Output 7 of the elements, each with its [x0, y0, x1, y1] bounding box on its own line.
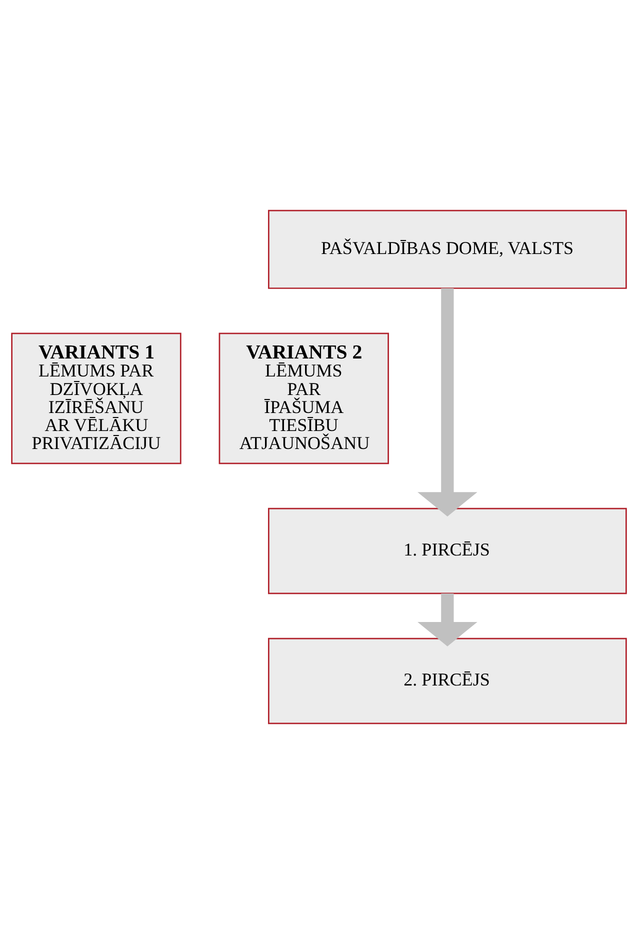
node-box: VARIANTS 1 LĒMUMS PAR DZĪVOKĻA IZĪRĒŠANU AR VĒLĀKU PRIVATIZĀCIJU [11, 332, 182, 464]
arrow [418, 592, 478, 646]
node-box: 2. PIRCĒJS [268, 637, 627, 724]
arrow [418, 288, 478, 516]
node-box: VARIANTS 2 LĒMUMS PAR ĪPAŠUMA TIESĪBU ATJAUNOŠANU [218, 332, 389, 464]
node-box: PAŠVALDĪBAS DOME, VALSTS [268, 209, 627, 288]
node-box: 1. PIRCĒJS [268, 507, 627, 594]
